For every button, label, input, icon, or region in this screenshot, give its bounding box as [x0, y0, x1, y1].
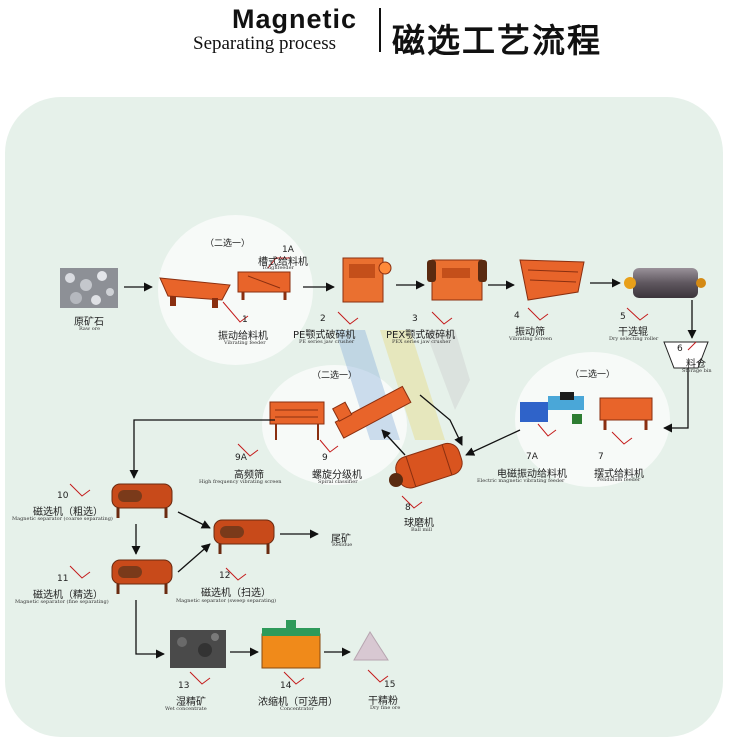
- dry-fine-ore-number: 15: [384, 680, 396, 690]
- vibrating-screen-number: 4: [514, 311, 520, 321]
- spiral-classifier-label: 螺旋分级机: [312, 470, 362, 481]
- mag-sweep-label-en: Magnetic separator (sweep separating): [176, 598, 277, 604]
- concentrator-label-en: Concentrator: [280, 706, 314, 712]
- raw-ore-label: 原矿石: [74, 317, 104, 328]
- pex-crusher-label-en: PEX series jaw crusher: [392, 339, 451, 345]
- pe-crusher-number: 2: [320, 314, 326, 324]
- pendulum-feeder-machine: [599, 397, 653, 430]
- bubble-screen-choice: [262, 365, 407, 485]
- spiral-classifier-number: 9: [322, 453, 328, 463]
- storage-bin-shape: [663, 341, 709, 369]
- pe-jaw-crusher-machine: [342, 257, 392, 303]
- pe-crusher-label: PE颚式破碎机: [293, 330, 356, 341]
- spiral-classifier-machine: [332, 385, 412, 439]
- hf-screen-label-en: High frequency vibrating screen: [199, 479, 282, 485]
- wet-concentrate-number: 13: [178, 681, 190, 691]
- wet-concentrate-label-en: Wet concentrate: [165, 706, 207, 712]
- trough-feeder-machine: [237, 271, 291, 300]
- magnetic-separator-coarse: [111, 483, 173, 518]
- electromag-feeder-label: 电磁振动给料机: [497, 469, 567, 480]
- title-separating-process: Separating process: [193, 33, 336, 54]
- trough-feeder-number: 1A: [282, 245, 294, 255]
- trough-feeder-label-en: Toughfeeder: [262, 265, 294, 271]
- vibrating-screen-label-en: Vibrating Screen: [509, 336, 553, 342]
- hf-screen-label: 高频筛: [234, 470, 264, 481]
- magnetic-separator-sweep: [213, 519, 275, 554]
- concentrator-number: 14: [280, 681, 292, 691]
- electromag-feeder-label-en: Electric magnetic vibrating feeder: [477, 478, 565, 484]
- dry-fine-ore-label-en: Dry fine ore: [370, 705, 401, 711]
- vibrating-screen-label: 振动筛: [515, 327, 545, 338]
- dry-selecting-roller-machine: [624, 268, 706, 298]
- mag-coarse-number: 10: [57, 491, 69, 501]
- storage-bin-label-en: Storage bin: [682, 368, 712, 374]
- mag-fine-label: 磁选机（精选）: [33, 590, 103, 601]
- title-divider: [379, 8, 381, 52]
- mag-sweep-label: 磁选机（扫选）: [201, 588, 271, 599]
- mag-coarse-label: 磁选机（粗选）: [33, 507, 103, 518]
- vibrating-feeder-label: 振动给料机: [218, 331, 268, 342]
- pex-jaw-crusher-machine: [427, 259, 487, 301]
- select-one-label-right: （二选一）: [570, 370, 616, 380]
- trough-feeder-label: 槽式给料机: [258, 257, 308, 268]
- mag-sweep-number: 12: [219, 571, 231, 581]
- magnetic-separator-fine: [111, 559, 173, 594]
- concentrator-machine: [261, 620, 321, 669]
- mag-fine-number: 11: [57, 574, 69, 584]
- pex-crusher-number: 3: [412, 314, 418, 324]
- electromag-feeder-number: 7A: [526, 452, 538, 462]
- vibrating-feeder-number: 1: [242, 315, 248, 325]
- high-frequency-screen-machine: [269, 401, 325, 440]
- pe-crusher-label-en: PE series jaw crusher: [299, 339, 355, 345]
- title-chinese: 磁选工艺流程: [392, 21, 602, 60]
- ball-mill-machine: [389, 442, 463, 489]
- mag-coarse-label-en: Magnetic separator (coarse separating): [12, 516, 113, 522]
- dry-roller-number: 5: [620, 312, 626, 322]
- hf-screen-number: 9A: [235, 453, 247, 463]
- mag-fine-label-en: Magnetic separator (fine separating): [15, 599, 109, 605]
- title-magnetic: Magnetic: [232, 4, 358, 34]
- ball-mill-label-en: Ball mill: [411, 527, 432, 533]
- wet-concentrate-image: [170, 630, 226, 668]
- vibrating-feeder-label-en: Vibrating feeder: [224, 340, 266, 346]
- spiral-classifier-label-en: Spiral classifier: [318, 479, 358, 485]
- electromagnetic-feeder-machine: [520, 392, 584, 424]
- storage-bin-label: 料仓: [686, 359, 706, 370]
- ball-mill-label: 球磨机: [404, 518, 434, 529]
- raw-ore-label-en: Raw ore: [79, 326, 101, 332]
- select-one-label-top: （二选一）: [205, 239, 251, 249]
- vibrating-screen-machine: [519, 259, 585, 301]
- dry-roller-label: 干选辊: [618, 327, 648, 338]
- select-one-label-middle: （二选一）: [312, 371, 358, 381]
- storage-bin-number: 6: [677, 344, 683, 354]
- residue-label: 尾矿: [331, 534, 351, 545]
- raw-ore-image: [60, 268, 118, 308]
- number-pointer-lines: [69, 257, 697, 685]
- flow-arrows: [124, 278, 697, 659]
- concentrator-label: 浓缩机（可选用）: [258, 697, 338, 708]
- wet-concentrate-label: 湿精矿: [176, 697, 206, 708]
- pendulum-feeder-label-en: Pendulum feeder: [597, 477, 641, 483]
- residue-label-en: Residue: [332, 542, 353, 548]
- pex-crusher-label: PEX颚式破碎机: [386, 330, 456, 341]
- vibrating-feeder-machine: [159, 277, 231, 308]
- pendulum-feeder-label: 摆式给料机: [594, 469, 644, 480]
- ball-mill-number: 8: [405, 503, 411, 513]
- pendulum-feeder-number: 7: [598, 452, 604, 462]
- dry-fine-ore-pile: [353, 631, 389, 661]
- dry-fine-ore-label: 干精粉: [368, 696, 398, 707]
- dry-roller-label-en: Dry selecting roller: [609, 336, 659, 342]
